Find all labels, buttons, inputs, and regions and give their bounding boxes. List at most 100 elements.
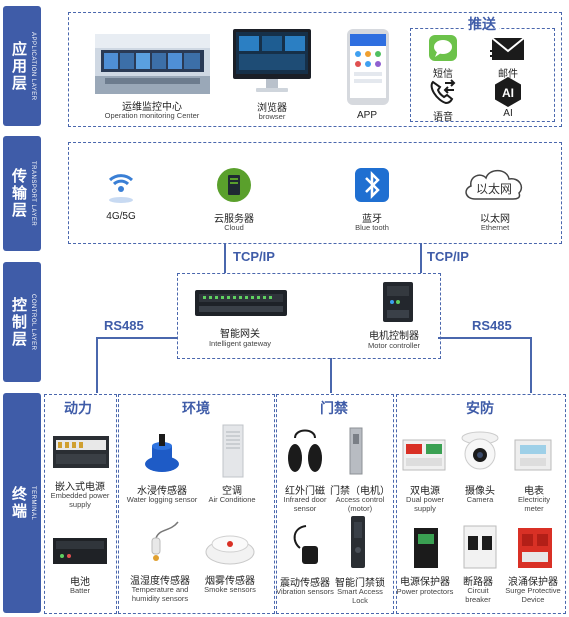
transport-layer-tab: 传输层 TRANSPORT LAYER (3, 136, 41, 251)
meter-label-en: Electricity meter (517, 495, 551, 513)
ethernet-label-cn: 以太网 (480, 214, 510, 225)
smoke-sensor-image (205, 535, 255, 565)
infrared-door-label-en: Infrared door sensor (283, 495, 327, 513)
temp-humidity-label-cn: 温湿度传感器 (130, 576, 190, 587)
transport-layer-en: TRANSPORT LAYER (30, 160, 36, 227)
surge-protector-label-cn: 浪涌保护器 (508, 577, 558, 588)
ai-icon: AI (495, 77, 521, 107)
rs485-right-horizontal (438, 337, 532, 339)
app-label: APP (356, 110, 378, 121)
control-layer-cn: 控制层 (10, 296, 27, 348)
motor-controller-image (383, 282, 413, 322)
camera-image (461, 431, 499, 470)
environment-title: 环境 (182, 400, 210, 416)
bluetooth-icon (355, 168, 389, 202)
vibration-sensor-image (293, 525, 318, 564)
water-logging-sensor-image (145, 434, 179, 472)
meter-label-cn: 电表 (524, 486, 544, 497)
temperature-humidity-sensor-image (151, 521, 179, 561)
surge-protector-label-en: Surge Protective Device (505, 586, 561, 604)
access-group-box (276, 394, 394, 614)
application-layer-cn: 应用层 (10, 40, 27, 92)
terminal-layer-tab: 终端 TERMINAL (3, 393, 41, 613)
ethernet-cloud-icon (465, 169, 523, 200)
infrared-door-label-cn: 红外门磁 (285, 486, 325, 497)
camera-label-cn: 摄像头 (465, 486, 495, 497)
rs485-left-horizontal (96, 337, 178, 339)
circuit-breaker-label-en: Circuit breaker (465, 586, 491, 604)
surge-protective-device-image (518, 528, 552, 568)
embedded-power-supply-image (53, 436, 109, 468)
smoke-sensor-label-en: Smoke sensors (204, 585, 256, 594)
sms-label: 短信 (433, 69, 453, 80)
rs485-right-label: RS485 (472, 318, 512, 333)
power-title: 动力 (64, 400, 92, 416)
voice-label: 语音 (433, 112, 453, 123)
battery-image (53, 538, 107, 564)
gateway-label-en: Intelligent gateway (208, 339, 272, 348)
cloud-label-cn: 云服务器 (214, 214, 254, 225)
svg-text:AI: AI (502, 86, 514, 100)
power-protector-image (414, 528, 438, 568)
intelligent-gateway-image (195, 290, 287, 316)
monitoring-center-image (95, 34, 210, 94)
smart-lock-label-cn: 智能门禁锁 (335, 578, 385, 589)
transport-layer-box (68, 142, 562, 244)
power-protector-label-cn: 电源保护器 (400, 577, 450, 588)
circuit-breaker-image (463, 525, 497, 569)
mail-icon (490, 37, 525, 60)
ai-label: AI (503, 108, 513, 119)
sms-icon (429, 35, 457, 61)
dual-power-label-cn: 双电源 (410, 486, 440, 497)
air-conditioner-image (222, 424, 244, 478)
motor-controller-label-en: Motor controller (367, 341, 421, 350)
phone-icon (430, 79, 456, 105)
water-sensor-label-en: Water logging sensor (126, 495, 198, 504)
browser-label-cn: 浏览器 (257, 103, 287, 114)
access-motor-label-cn: 门禁（电机） (330, 486, 390, 497)
water-sensor-label-cn: 水浸传感器 (137, 486, 187, 497)
gateway-label-cn: 智能网关 (220, 329, 260, 340)
battery-label-en: Batter (69, 586, 91, 595)
embedded-power-label-cn: 嵌入式电源 (55, 482, 105, 493)
terminal-layer-en: TERMINAL (30, 485, 36, 521)
power-group-box (44, 394, 117, 614)
security-title: 安防 (466, 400, 494, 416)
temp-humidity-label-en: Temperature and humidity sensors (131, 585, 189, 603)
camera-label-en: Camera (466, 495, 494, 504)
embedded-power-label-en: Embedded power supply (50, 491, 110, 509)
cloud-label-en: Cloud (224, 223, 244, 232)
smart-lock-label-en: Smart Access Lock (337, 587, 383, 605)
access-control-motor-image (349, 427, 363, 475)
bluetooth-label-cn: 蓝牙 (362, 214, 382, 225)
security-group-box (396, 394, 566, 614)
browser-monitor-icon (233, 29, 311, 92)
wireless-label: 4G/5G (106, 211, 136, 222)
dual-power-label-en: Dual power supply (406, 495, 444, 513)
vibration-sensor-label-cn: 震动传感器 (280, 578, 330, 589)
rs485-right-vertical (530, 337, 532, 393)
application-layer-tab: 应用层 APPLICATION LAYER (3, 6, 41, 126)
bluetooth-label-en: Blue tooth (355, 223, 389, 232)
control-layer-en: CONTROL LAYER (30, 293, 36, 351)
tcp-right-connector (420, 243, 422, 273)
power-protector-label-en: Power protectors (396, 587, 454, 596)
infrared-door-sensor-image (288, 429, 322, 472)
rs485-left-vertical (96, 337, 98, 393)
battery-label-cn: 电池 (70, 577, 90, 588)
motor-controller-label-cn: 电机控制器 (369, 331, 419, 342)
wireless-4g5g-icon (108, 174, 134, 203)
environment-group-box (118, 394, 275, 614)
phone-app-icon (347, 29, 389, 105)
push-title: 推送 (465, 14, 499, 34)
dual-power-supply-image (402, 439, 446, 471)
cloud-server-icon (217, 168, 251, 202)
vibration-sensor-label-en: Vibration sensors (276, 587, 334, 596)
electricity-meter-image (514, 439, 552, 471)
application-layer-box (68, 12, 562, 127)
control-down-connector (330, 358, 332, 393)
monitoring-center-label-en: Operation monitoring Center (104, 111, 200, 120)
smart-access-lock-image (351, 516, 365, 568)
ethernet-label-en: Ethernet (480, 223, 510, 232)
mail-label: 邮件 (498, 69, 518, 80)
